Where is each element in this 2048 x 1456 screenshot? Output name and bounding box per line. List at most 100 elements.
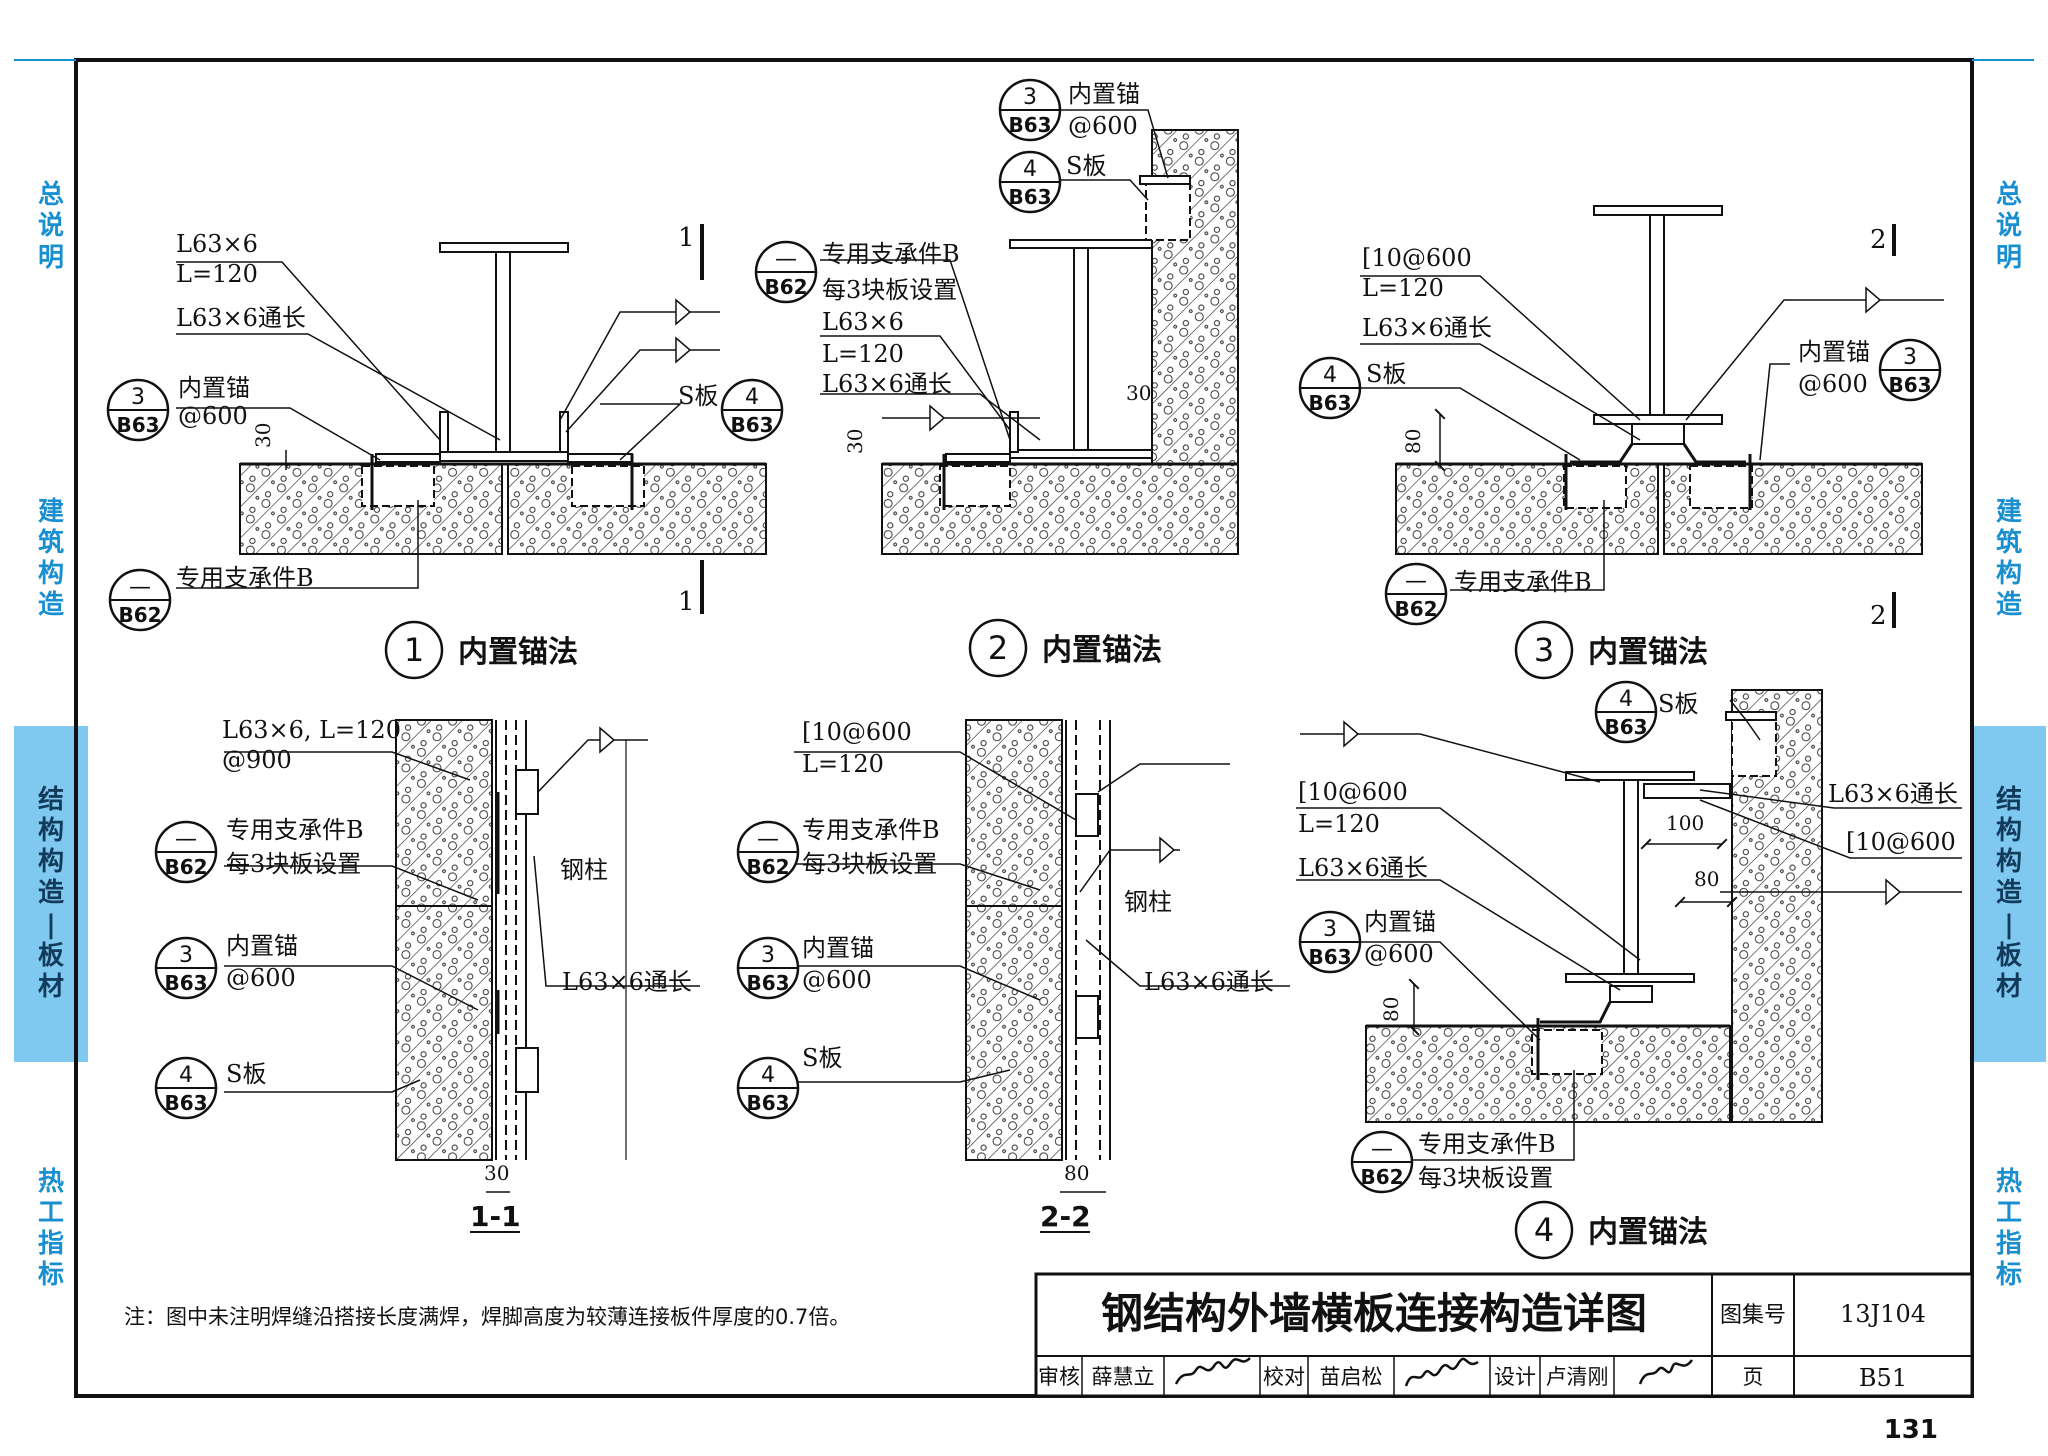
s11-support-ref-sheet: B62 <box>164 855 207 879</box>
s22-support-label: 专用支承件B <box>802 816 940 844</box>
page-label: 页 <box>1743 1365 1764 1389</box>
d4-support-ref-sheet: B62 <box>1360 1165 1403 1189</box>
s22-channel-label: [10@600 <box>802 718 912 746</box>
section-mark-2-bottom: 2 <box>1870 601 1887 631</box>
detail-1-caption: 内置锚法 <box>458 635 578 670</box>
section-mark-1-top: 1 <box>678 223 695 253</box>
detail-4-drawing <box>1296 689 1962 1161</box>
d3-support-ref-sheet: B62 <box>1394 597 1437 621</box>
d3-length-label: L=120 <box>1362 274 1444 302</box>
s22-support-ref: —B62 <box>736 820 800 884</box>
checker-signature <box>1404 1357 1479 1387</box>
side-tab-4[interactable]: 热工指标 <box>37 1166 64 1291</box>
section-1-1-title: 1-1 <box>470 1200 521 1233</box>
d2-s-plate-ref-sheet: B63 <box>1008 185 1051 209</box>
s22-length-label: L=120 <box>802 750 884 778</box>
detail-4-caption: 内置锚法 <box>1588 1215 1708 1250</box>
page-code: B51 <box>1859 1364 1907 1392</box>
reviewer-signature <box>1174 1357 1251 1385</box>
section-2-2-drawing <box>794 719 1290 1233</box>
drawing-frame <box>74 58 1974 1398</box>
page-number: 131 <box>1884 1415 1938 1445</box>
d4-through-angle-label: L63×6通长 <box>1298 854 1428 882</box>
s11-spacing-label: @900 <box>222 746 292 774</box>
s22-s-plate-label: S板 <box>802 1044 842 1072</box>
review-label: 审核 <box>1038 1365 1080 1389</box>
d3-dim-80: 80 <box>1401 429 1425 454</box>
d4-s-plate-label: S板 <box>1658 690 1698 718</box>
d2-anchor-ref-sheet: B63 <box>1008 113 1051 137</box>
d4-channel-right-label: [10@600 <box>1846 828 1956 856</box>
s11-support-ref: — B62 <box>154 820 218 884</box>
detail-3-drawing <box>1360 205 1944 628</box>
d3-s-plate-ref-number: 4 <box>1323 363 1337 388</box>
s11-support-ref-number: — <box>175 827 197 852</box>
d3-anchor-ref-number: 3 <box>1903 345 1917 370</box>
d3-anchor-ref-sheet: B63 <box>1888 373 1931 397</box>
s22-anchor-ref-number: 3 <box>761 943 775 968</box>
s22-s-plate-ref-sheet: B63 <box>746 1091 789 1115</box>
detail-3-caption: 内置锚法 <box>1588 635 1708 670</box>
d1-anchor-label: 内置锚 <box>178 374 250 402</box>
title-block: 钢结构外墙横板连接构造详图 图集号 13J104 审核 薛慧立 校对 苗启松 设… <box>1034 1272 1974 1398</box>
d1-support-label: 专用支承件B <box>176 564 314 592</box>
d2-support-ref-number: — <box>775 247 797 272</box>
d2-anchor-label: 内置锚 <box>1068 80 1140 108</box>
s22-s-plate-ref-number: 4 <box>761 1063 775 1088</box>
s11-s-plate-ref-number: 4 <box>179 1063 193 1088</box>
d4-anchor-label: 内置锚 <box>1364 908 1436 936</box>
d4-anchor-ref-sheet: B63 <box>1308 945 1351 969</box>
side-tab-3[interactable]: 结构构造|板材 <box>1972 726 2046 1062</box>
side-tab-1[interactable]: 总说明 <box>37 180 64 273</box>
reviewer-name: 薛慧立 <box>1092 1365 1155 1389</box>
d4-anchor-ref-number: 3 <box>1323 917 1337 942</box>
drawing-title: 钢结构外墙横板连接构造详图 <box>1101 1289 1647 1338</box>
detail-2-drawing <box>820 109 1239 555</box>
d3-support-label: 专用支承件B <box>1454 568 1592 596</box>
d2-through-angle-label: L63×6通长 <box>822 370 952 398</box>
side-tab-2[interactable]: 建筑构造 <box>37 496 64 621</box>
d4-through-angle-right-label: L63×6通长 <box>1828 780 1958 808</box>
section-1-1-drawing <box>224 719 700 1233</box>
d4-support-label: 专用支承件B <box>1418 1130 1556 1158</box>
side-tab-4[interactable]: 热工指标 <box>1995 1166 2022 1291</box>
d2-every3-label: 每3块板设置 <box>822 276 957 304</box>
d1-dim-30: 30 <box>251 423 275 448</box>
detail-1-number: 1 <box>404 631 424 669</box>
s11-dim-30: 30 <box>484 1161 509 1185</box>
detail-2-title: 2 内置锚法 <box>968 618 1162 678</box>
check-label: 校对 <box>1263 1365 1305 1389</box>
side-tab-1[interactable]: 总说明 <box>1995 180 2022 273</box>
d1-anchor-spacing: @600 <box>178 402 248 430</box>
s22-every3-label: 每3块板设置 <box>802 850 937 878</box>
d3-s-plate-label: S板 <box>1366 360 1406 388</box>
d4-dim-100: 100 <box>1666 811 1704 835</box>
section-mark-1-bottom: 1 <box>678 587 695 617</box>
checker-name: 苗启松 <box>1320 1365 1383 1389</box>
design-label: 设计 <box>1494 1365 1536 1389</box>
d2-length-label: L=120 <box>822 340 904 368</box>
d2-angle-label: L63×6 <box>822 308 904 336</box>
d2-s-plate-ref-number: 4 <box>1023 157 1037 182</box>
d4-s-plate-ref-number: 4 <box>1619 687 1633 712</box>
d4-every3-label: 每3块板设置 <box>1418 1164 1553 1192</box>
d3-s-plate-ref-sheet: B63 <box>1308 391 1351 415</box>
d2-s-plate-label: S板 <box>1066 152 1106 180</box>
d4-anchor-spacing: @600 <box>1364 940 1434 968</box>
d1-length-label: L=120 <box>176 260 258 288</box>
d2-anchor-spacing: @600 <box>1068 112 1138 140</box>
d1-anchor-ref-number: 3 <box>131 385 145 410</box>
side-tab-2[interactable]: 建筑构造 <box>1995 496 2022 621</box>
d4-length-label: L=120 <box>1298 810 1380 838</box>
s11-anchor-ref-sheet: B63 <box>164 971 207 995</box>
detail-2-caption: 内置锚法 <box>1042 633 1162 668</box>
s22-through-angle-label: L63×6通长 <box>1144 968 1274 996</box>
